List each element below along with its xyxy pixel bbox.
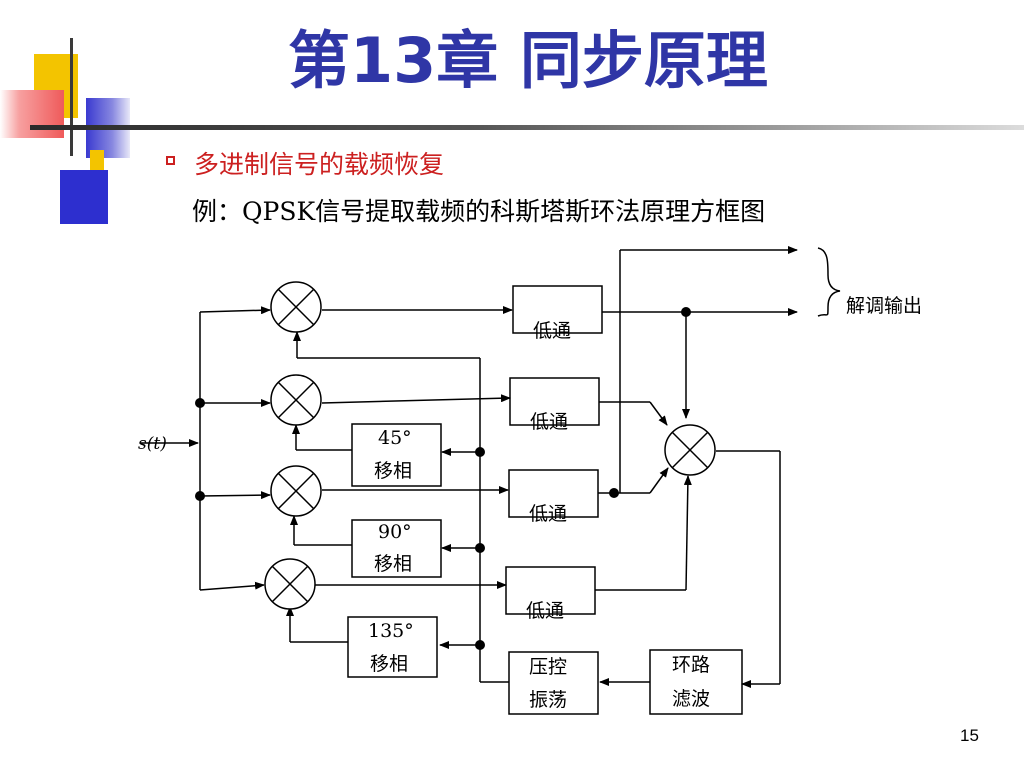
deco-yellow-small — [90, 150, 104, 174]
lpf3-to-comb-mult — [649, 467, 669, 494]
bus-to-mult-4 — [199, 581, 265, 591]
junction-dot — [195, 491, 205, 501]
shift-45-label: 移相 — [374, 460, 412, 482]
shift-90-angle: 90° — [378, 521, 412, 543]
mult2-to-lpf2 — [321, 394, 511, 404]
lowpass-label: 低通 — [526, 600, 564, 622]
shift-45-angle: 45° — [378, 427, 412, 449]
junction-dot — [475, 640, 485, 650]
vco-label-2: 振荡 — [529, 689, 567, 711]
shift-45-box — [351, 423, 442, 487]
lowpass-label: 低通 — [529, 503, 567, 525]
input-label: s(t) — [138, 434, 167, 454]
shift-90-label: 移相 — [374, 553, 412, 575]
lpf4-to-comb-mult — [683, 475, 692, 591]
junction-dot — [609, 488, 619, 498]
loop-filter-label-1: 环路 — [672, 654, 710, 676]
lowpass-label: 低通 — [530, 411, 568, 433]
deco-vertical-line — [70, 38, 73, 156]
lowpass-label: 低通 — [533, 320, 571, 342]
multiplier-1 — [270, 281, 322, 333]
shift-135-label: 移相 — [370, 653, 408, 675]
deco-red-gradient — [0, 90, 64, 138]
junction-dot — [195, 398, 205, 408]
junction-dot — [475, 543, 485, 553]
bullet-text: 多进制信号的载频恢复 — [194, 150, 445, 179]
lpf2-to-comb-mult — [649, 401, 668, 426]
loop-filter-label-2: 滤波 — [672, 688, 710, 710]
vco-box — [508, 651, 599, 715]
page-number: 15 — [960, 726, 979, 745]
multiplier-2 — [270, 374, 322, 426]
junction-dot — [681, 307, 691, 317]
title-underline — [30, 125, 1024, 130]
bullet-square-icon — [166, 156, 175, 165]
shift-135-box — [347, 616, 438, 678]
example-caption: 例：QPSK信号提取载频的科斯塔斯环法原理方框图 — [192, 197, 766, 226]
shift-135-angle: 135° — [368, 620, 414, 642]
bus-to-mult-1 — [199, 306, 271, 315]
lowpass-box-1 — [512, 285, 603, 334]
deco-blue-square — [60, 170, 108, 224]
vco-label-1: 压控 — [529, 656, 567, 678]
bus-to-mult-3 — [199, 491, 271, 500]
output-brace — [817, 247, 841, 317]
output-label: 解调输出 — [846, 295, 922, 317]
shift-90-box — [351, 519, 442, 578]
junction-dot — [475, 447, 485, 457]
multiplier-4 — [264, 558, 316, 610]
multiplier-3 — [270, 465, 322, 517]
combining-multiplier — [664, 424, 716, 476]
slide-title: 第13章 同步原理 — [288, 24, 768, 97]
